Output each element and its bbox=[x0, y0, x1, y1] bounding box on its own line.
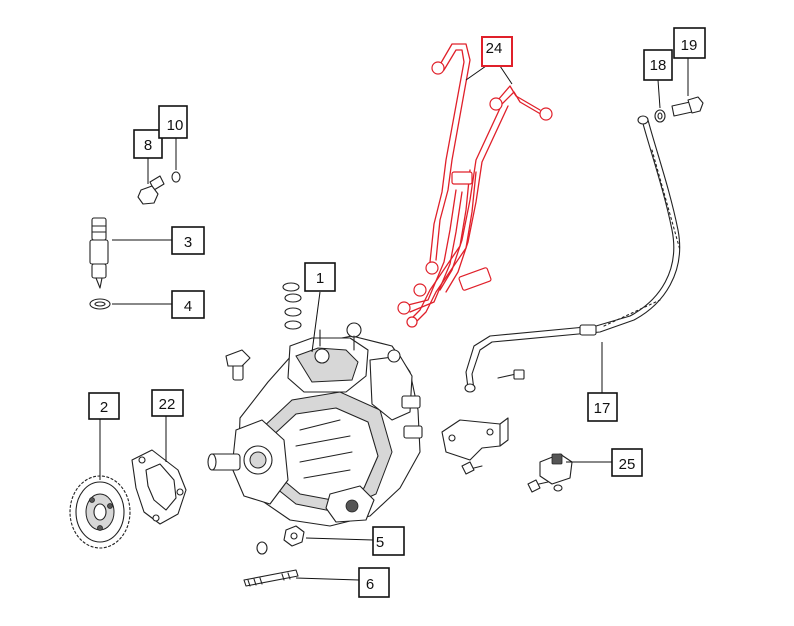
svg-text:1: 1 bbox=[316, 270, 324, 287]
nut-part-5[interactable] bbox=[256, 525, 305, 555]
callout-3[interactable]: 3 bbox=[171, 226, 205, 255]
svg-text:18: 18 bbox=[650, 57, 667, 74]
svg-text:24: 24 bbox=[486, 40, 503, 57]
svg-text:4: 4 bbox=[184, 298, 192, 315]
leader-lines bbox=[99, 58, 689, 581]
washer-part-10[interactable] bbox=[171, 171, 181, 183]
fuel-line-part-17[interactable] bbox=[464, 115, 681, 393]
callout-labels: 1 2 3 4 5 6 8 10 17 18 19 bbox=[88, 27, 706, 598]
stud-part-6[interactable] bbox=[243, 569, 299, 587]
svg-text:8: 8 bbox=[144, 137, 152, 154]
callout-17[interactable]: 17 bbox=[587, 392, 618, 422]
callout-1[interactable]: 1 bbox=[304, 262, 336, 292]
svg-text:2: 2 bbox=[100, 399, 108, 416]
callout-5[interactable]: 5 bbox=[372, 526, 405, 556]
callout-6[interactable]: 6 bbox=[358, 567, 390, 598]
injection-pump-part-1[interactable] bbox=[207, 282, 423, 527]
callout-18[interactable]: 18 bbox=[643, 49, 673, 81]
svg-text:5: 5 bbox=[376, 534, 384, 551]
callout-24[interactable]: 24 bbox=[481, 36, 513, 67]
bolt-part-8[interactable] bbox=[137, 175, 165, 205]
svg-text:25: 25 bbox=[619, 456, 636, 473]
drive-gear-part-2[interactable] bbox=[69, 475, 131, 549]
injector-part-3[interactable] bbox=[89, 217, 109, 289]
svg-text:22: 22 bbox=[159, 396, 176, 413]
callout-8[interactable]: 8 bbox=[133, 129, 163, 159]
mounting-bracket bbox=[441, 417, 509, 475]
svg-text:10: 10 bbox=[167, 117, 184, 134]
valve-part-25[interactable] bbox=[527, 453, 573, 493]
callout-19[interactable]: 19 bbox=[673, 27, 706, 59]
gasket-part-22[interactable] bbox=[131, 449, 187, 525]
injection-pipes-part-24[interactable] bbox=[397, 43, 553, 328]
svg-text:19: 19 bbox=[681, 37, 698, 54]
callout-4[interactable]: 4 bbox=[171, 290, 205, 319]
callout-25[interactable]: 25 bbox=[611, 448, 643, 477]
callout-22[interactable]: 22 bbox=[151, 389, 184, 417]
callout-2[interactable]: 2 bbox=[88, 392, 120, 420]
callout-10[interactable]: 10 bbox=[158, 105, 188, 139]
seal-washer-part-4[interactable] bbox=[89, 298, 111, 310]
svg-text:3: 3 bbox=[184, 234, 192, 251]
banjo-bolt-part-19[interactable] bbox=[671, 96, 704, 117]
svg-text:6: 6 bbox=[366, 576, 374, 593]
washer-part-18[interactable] bbox=[654, 109, 666, 123]
svg-text:17: 17 bbox=[594, 400, 611, 417]
